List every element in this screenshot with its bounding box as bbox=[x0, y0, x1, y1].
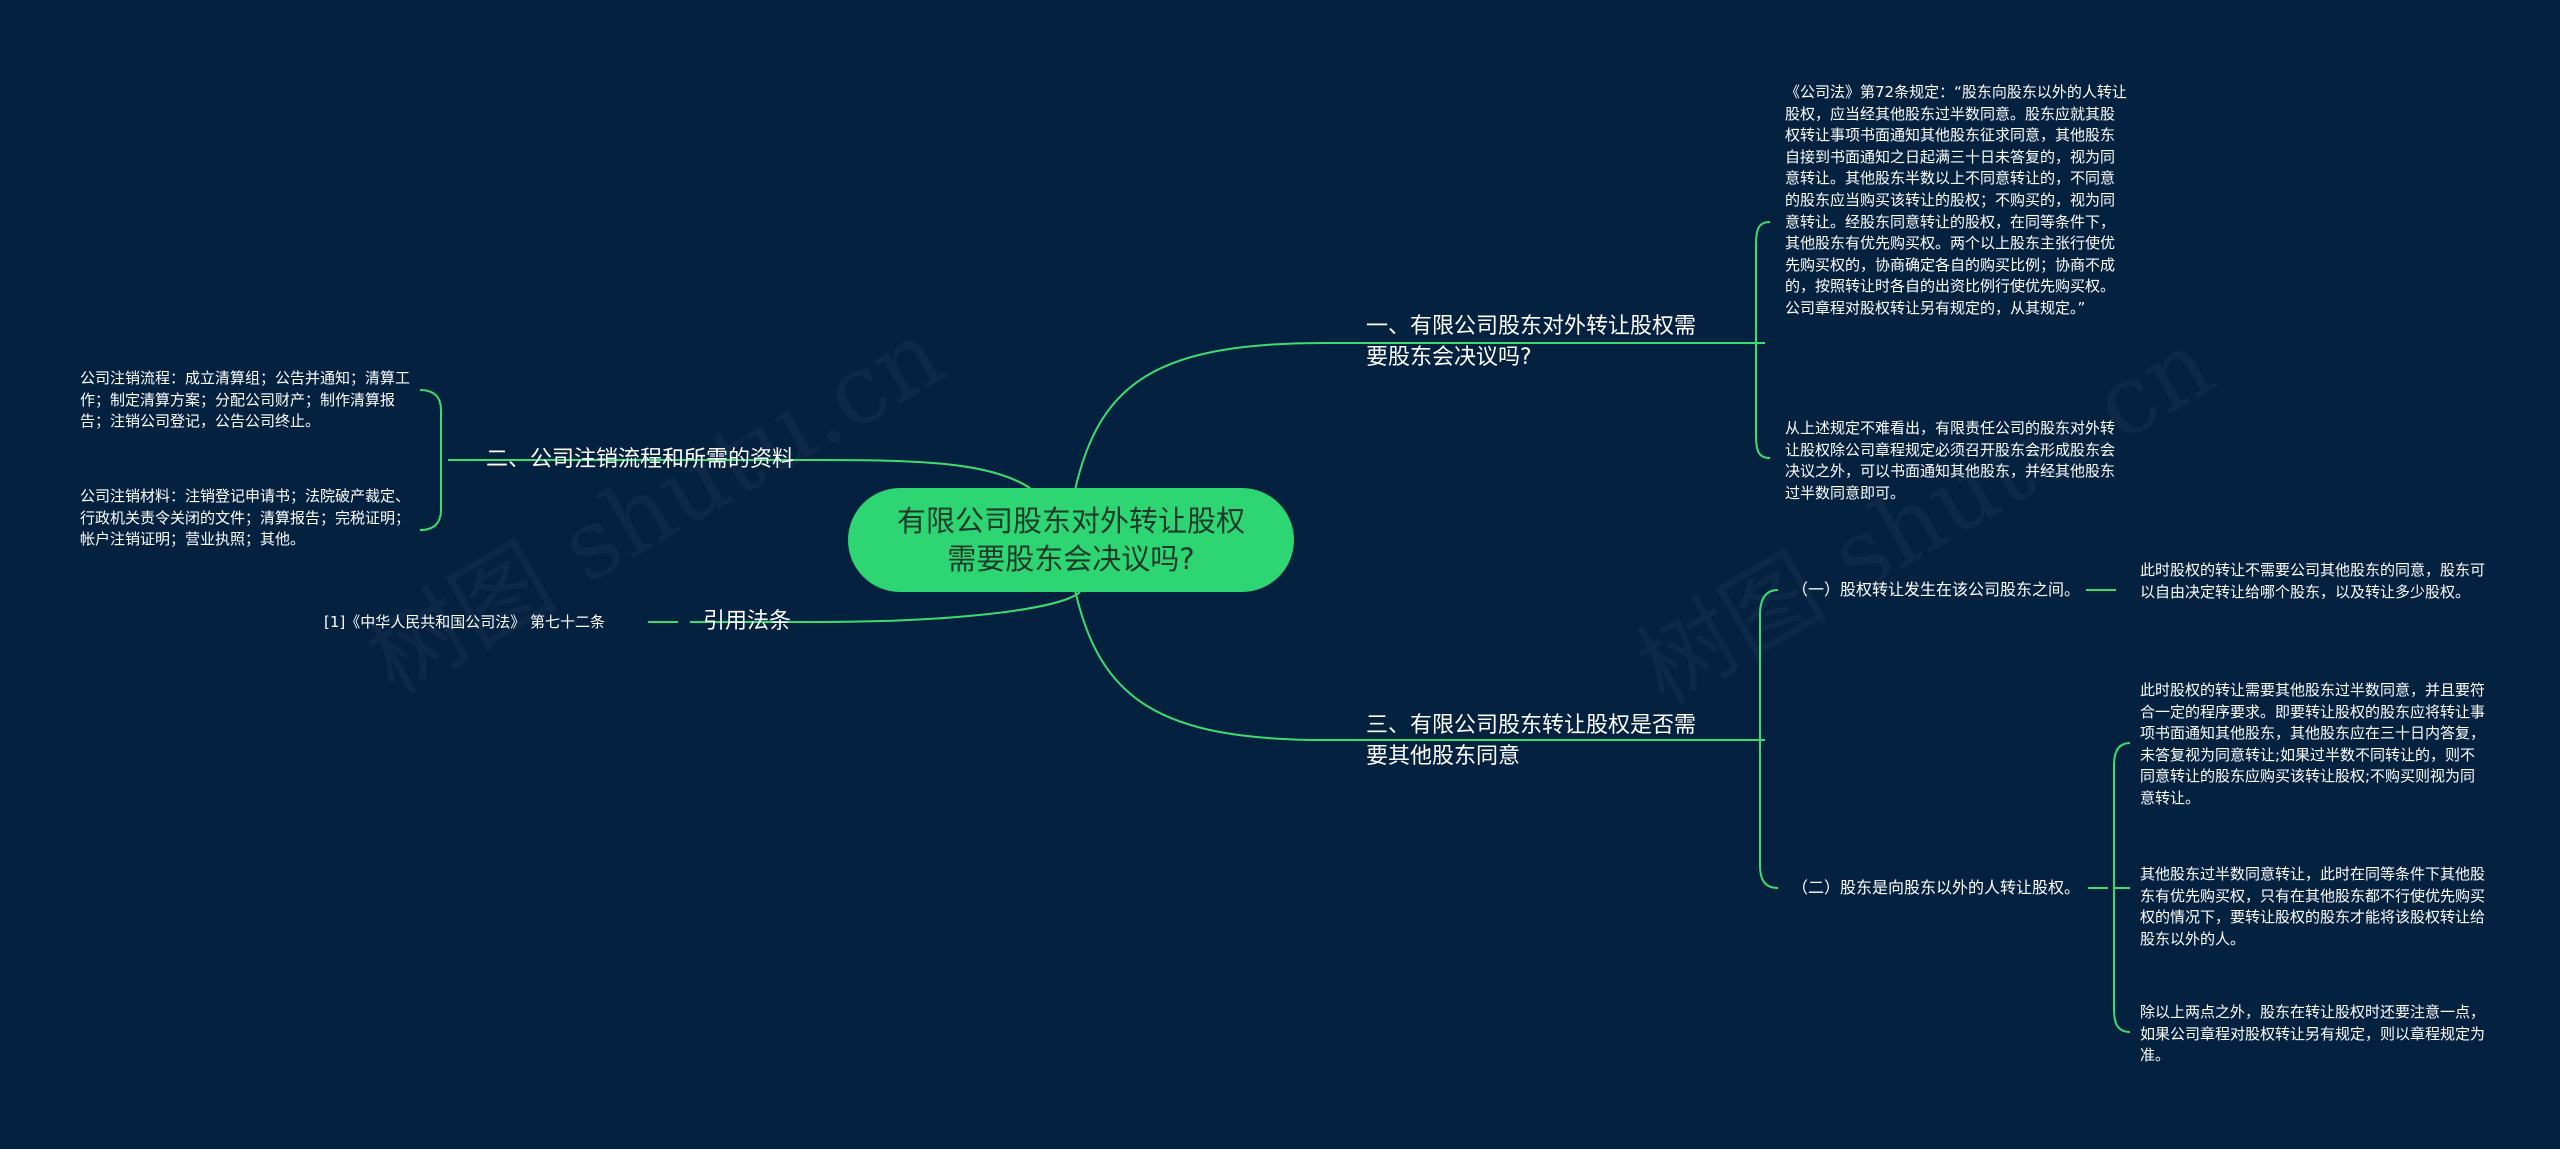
leaf-b1-1[interactable]: 《公司法》第72条规定：“股东向股东以外的人转让股权，应当经其他股东过半数同意。… bbox=[1785, 82, 2127, 320]
subtopic-b4-1[interactable]: （一）股权转让发生在该公司股东之间。 bbox=[1792, 578, 2092, 602]
branch-topic-2-label: 二、公司注销流程和所需的资料 bbox=[486, 447, 795, 472]
leaf-b4-2-2-text: 其他股东过半数同意转让，此时在同等条件下其他股东有优先购买权，只有在其他股东都不… bbox=[2140, 865, 2486, 948]
leaf-b4-2-3[interactable]: 除以上两点之外，股东在转让股权时还要注意一点，如果公司章程对股权转让另有规定，则… bbox=[2140, 1002, 2486, 1067]
leaf-b4-2-2[interactable]: 其他股东过半数同意转让，此时在同等条件下其他股东有优先购买权，只有在其他股东都不… bbox=[2140, 864, 2486, 950]
leaf-b3-1[interactable]: [1]《中华人民共和国公司法》 第七十二条 bbox=[324, 612, 654, 634]
leaf-b1-1-text: 《公司法》第72条规定：“股东向股东以外的人转让股权，应当经其他股东过半数同意。… bbox=[1785, 83, 2127, 317]
subtopic-b4-1-label: （一）股权转让发生在该公司股东之间。 bbox=[1792, 580, 2081, 599]
branch-topic-4-label: 三、有限公司股东转让股权是否需要其他股东同意 bbox=[1366, 713, 1697, 769]
branch-topic-3[interactable]: 引用法条 bbox=[703, 606, 843, 637]
leaf-b1-2-text: 从上述规定不难看出，有限责任公司的股东对外转让股权除公司章程规定必须召开股东会形… bbox=[1785, 419, 2116, 502]
leaf-b4-2-1-text: 此时股权的转让需要其他股东过半数同意，并且要符合一定的程序要求。即要转让股权的股… bbox=[2140, 681, 2486, 807]
leaf-b2-2-text: 公司注销材料：注销登记申请书；法院破产裁定、行政机关责令关闭的文件；清算报告；完… bbox=[80, 487, 411, 549]
leaf-b3-1-text: [1]《中华人民共和国公司法》 第七十二条 bbox=[324, 613, 606, 631]
leaf-b4-1-1-text: 此时股权的转让不需要公司其他股东的同意，股东可以自由决定转让给哪个股东，以及转让… bbox=[2140, 561, 2486, 601]
branch-topic-1[interactable]: 一、有限公司股东对外转让股权需要股东会决议吗? bbox=[1366, 311, 1706, 373]
leaf-b2-1-text: 公司注销流程：成立清算组；公告并通知；清算工作；制定清算方案；分配公司财产；制作… bbox=[80, 369, 411, 431]
leaf-b4-2-3-text: 除以上两点之外，股东在转让股权时还要注意一点，如果公司章程对股权转让另有规定，则… bbox=[2140, 1003, 2486, 1065]
root-topic[interactable]: 有限公司股东对外转让股权需要股东会决议吗? bbox=[848, 488, 1294, 592]
leaf-b2-2[interactable]: 公司注销材料：注销登记申请书；法院破产裁定、行政机关责令关闭的文件；清算报告；完… bbox=[80, 486, 424, 551]
leaf-b4-2-1[interactable]: 此时股权的转让需要其他股东过半数同意，并且要符合一定的程序要求。即要转让股权的股… bbox=[2140, 680, 2486, 810]
branch-topic-3-label: 引用法条 bbox=[703, 609, 792, 634]
root-topic-label: 有限公司股东对外转让股权需要股东会决议吗? bbox=[896, 504, 1245, 576]
leaf-b1-2[interactable]: 从上述规定不难看出，有限责任公司的股东对外转让股权除公司章程规定必须召开股东会形… bbox=[1785, 418, 2127, 504]
branch-topic-1-label: 一、有限公司股东对外转让股权需要股东会决议吗? bbox=[1366, 314, 1697, 370]
subtopic-b4-2[interactable]: （二）股东是向股东以外的人转让股权。 bbox=[1792, 876, 2092, 900]
leaf-b2-1[interactable]: 公司注销流程：成立清算组；公告并通知；清算工作；制定清算方案；分配公司财产；制作… bbox=[80, 368, 424, 433]
subtopic-b4-2-label: （二）股东是向股东以外的人转让股权。 bbox=[1792, 878, 2081, 897]
branch-topic-4[interactable]: 三、有限公司股东转让股权是否需要其他股东同意 bbox=[1366, 710, 1712, 772]
leaf-b4-1-1[interactable]: 此时股权的转让不需要公司其他股东的同意，股东可以自由决定转让给哪个股东，以及转让… bbox=[2140, 560, 2486, 603]
branch-topic-2[interactable]: 二、公司注销流程和所需的资料 bbox=[486, 444, 816, 475]
